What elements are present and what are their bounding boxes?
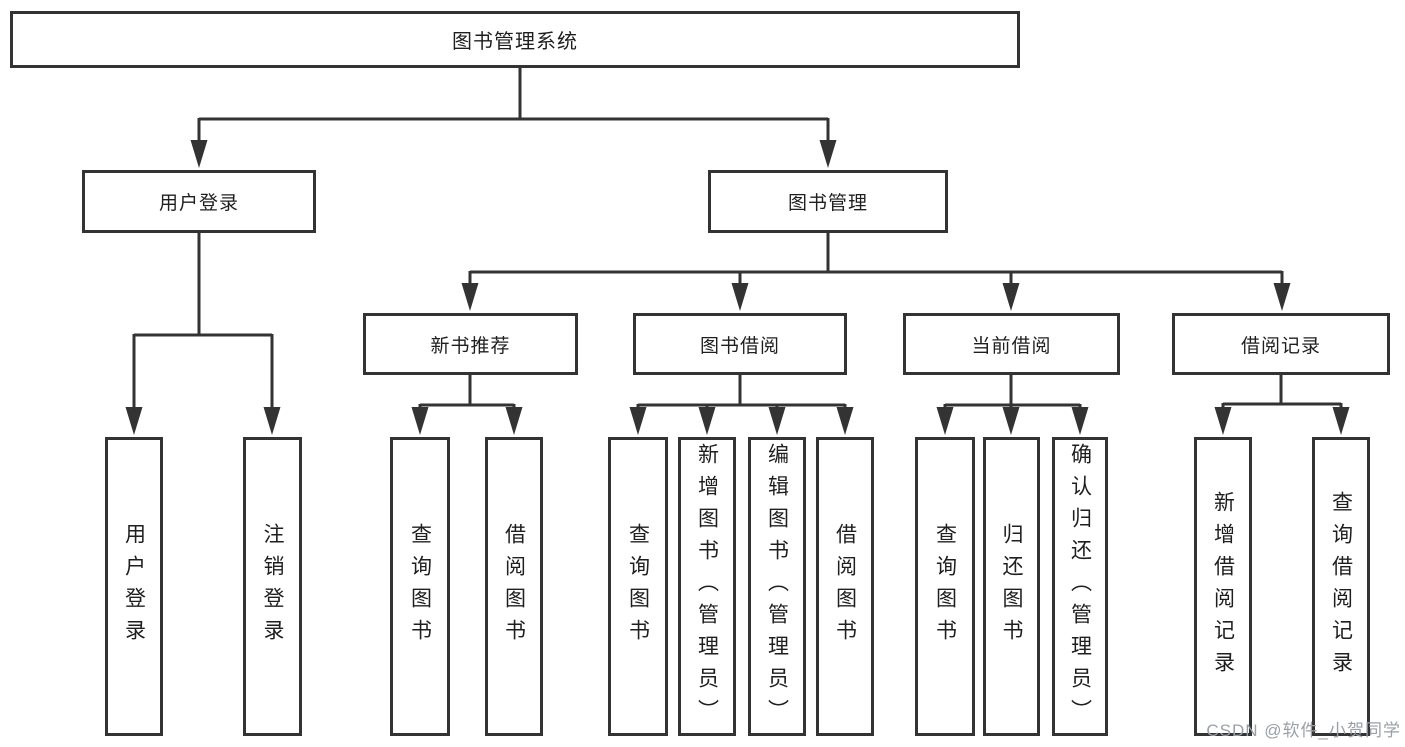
node-book-borrow: 图书借阅: [633, 313, 847, 375]
leaf-new-books-borrow: 借阅图书: [485, 437, 543, 736]
leaf-label: 借阅图书: [502, 522, 526, 651]
watermark: CSDN @软件_小贺同学: [1206, 721, 1401, 740]
leaf-book-borrow-add: 新增图书（管理员）: [678, 437, 736, 736]
leaf-borrow-records-query: 查询借阅记录: [1312, 437, 1370, 736]
node-new-books: 新书推荐: [363, 313, 578, 375]
root-label: 图书管理系统: [452, 31, 578, 53]
leaf-label: 查询图书: [626, 522, 650, 651]
node-user-login: 用户登录: [82, 170, 316, 233]
leaf-label: 借阅图书: [833, 522, 857, 651]
leaf-label: 查询借阅记录: [1329, 490, 1353, 683]
leaf-book-borrow-edit: 编辑图书（管理员）: [748, 437, 806, 736]
leaf-label: 注销登录: [261, 522, 284, 651]
leaf-borrow-records-add: 新增借阅记录: [1194, 437, 1252, 736]
leaf-user-login-logout: 注销登录: [243, 437, 302, 736]
arrowheads: [125, 140, 1350, 435]
node-book-mgmt: 图书管理: [708, 170, 948, 233]
new-books-label: 新书推荐: [430, 335, 511, 357]
leaf-new-books-query: 查询图书: [390, 437, 450, 736]
leaf-user-login-login: 用户登录: [105, 437, 163, 736]
book-mgmt-label: 图书管理: [787, 193, 868, 214]
leaf-current-borrow-confirm: 确认归还（管理员）: [1052, 437, 1108, 736]
leaf-label: 查询图书: [408, 522, 432, 651]
leaf-label: 确认归还（管理员）: [1068, 442, 1092, 731]
node-borrow-records: 借阅记录: [1172, 313, 1390, 375]
leaf-current-borrow-return: 归还图书: [983, 437, 1040, 736]
borrow-records-label: 借阅记录: [1240, 335, 1321, 357]
leaf-label: 编辑图书（管理员）: [765, 442, 789, 731]
book-borrow-label: 图书借阅: [699, 335, 780, 357]
leaf-label: 归还图书: [1000, 522, 1023, 651]
leaf-label: 新增借阅记录: [1211, 490, 1235, 683]
leaf-label: 查询图书: [933, 522, 957, 651]
leaf-current-borrow-query: 查询图书: [915, 437, 975, 736]
leaf-label: 新增图书（管理员）: [695, 442, 719, 731]
leaf-label: 用户登录: [122, 522, 146, 651]
user-login-label: 用户登录: [158, 193, 239, 214]
node-root: 图书管理系统: [10, 11, 1020, 68]
leaf-book-borrow-borrow: 借阅图书: [816, 437, 874, 736]
leaf-book-borrow-query: 查询图书: [608, 437, 668, 736]
node-current-borrow: 当前借阅: [903, 313, 1120, 375]
current-borrow-label: 当前借阅: [971, 335, 1052, 357]
